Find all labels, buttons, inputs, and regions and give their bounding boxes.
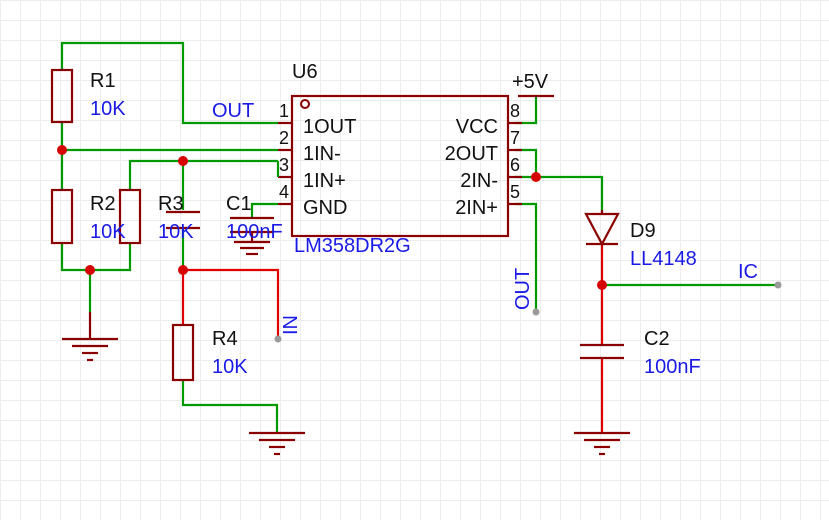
r3-component[interactable]: R3 10K: [158, 193, 200, 243]
wire-r3-in[interactable]: [183, 268, 280, 338]
gnd-r4: [249, 431, 305, 456]
junction-dot: [531, 172, 541, 182]
u6-pin4-name: GND: [303, 197, 347, 219]
r3-designator: R3: [158, 193, 184, 215]
r2-resistor[interactable]: R2 10K: [50, 188, 142, 245]
u6-pin7-name: 2OUT: [445, 143, 498, 165]
d9-value: LL4148: [630, 248, 697, 270]
r2-designator: R2: [90, 193, 116, 215]
gnd-c2: [574, 431, 630, 456]
u6-pin8-name: VCC: [456, 116, 498, 138]
junctions: [57, 145, 607, 290]
junction-dot: [178, 265, 188, 275]
u6-pin1-name: 1OUT: [303, 116, 356, 138]
u6-pin7-num: 7: [510, 128, 520, 148]
r1-body: [50, 68, 74, 124]
r4-value: 10K: [212, 356, 248, 378]
junction-dot: [597, 280, 607, 290]
wire-pin6-d9[interactable]: [536, 175, 604, 210]
u6-pin8-num: 8: [510, 101, 520, 121]
r4-resistor[interactable]: R4 10K: [171, 323, 248, 382]
u6-pin2-name: 1IN-: [303, 143, 341, 165]
wire-r2-bottom[interactable]: [60, 243, 132, 272]
c1-designator: C1: [226, 193, 252, 215]
u6-body: [290, 94, 510, 238]
d9-triangle: [584, 212, 620, 247]
c2-value: 100nF: [644, 356, 701, 378]
net-label-out-vertical: OUT: [512, 268, 534, 310]
r3-value: 10K: [158, 221, 194, 243]
u6-pin2-num: 2: [279, 128, 289, 148]
net-endpoints: [274, 281, 782, 343]
u6-pin3-num: 3: [279, 155, 289, 175]
c1-value: 100nF: [226, 221, 283, 243]
r1-designator: R1: [90, 70, 116, 92]
wire-r4-bottom[interactable]: [181, 380, 279, 432]
r2-value: 10K: [90, 221, 126, 243]
wire-pin3[interactable]: [128, 159, 278, 190]
net-label-ic: IC: [738, 261, 758, 283]
wire-pin7-pin6[interactable]: [515, 148, 538, 179]
u6-part-number: LM358DR2G: [294, 235, 411, 257]
d9-designator: D9: [630, 220, 656, 242]
u6-pin5-num: 5: [510, 182, 520, 202]
c1-capacitor[interactable]: C1 100nF: [226, 193, 283, 256]
r1-resistor[interactable]: R1 10K: [50, 68, 126, 124]
u6-pin1-marker: [300, 99, 310, 109]
u6-pin6-name: 2IN-: [460, 170, 498, 192]
junction-dot: [57, 145, 67, 155]
u6-pin5-name: 2IN+: [455, 197, 498, 219]
endpoint-out[interactable]: [532, 308, 540, 316]
wire-r1-top[interactable]: [60, 41, 278, 125]
r2-body-right: [118, 188, 142, 245]
u6-pin6-num: 6: [510, 155, 520, 175]
endpoint-ic[interactable]: [774, 281, 782, 289]
c2-capacitor[interactable]: C2 100nF: [580, 328, 701, 378]
u6-chip[interactable]: 1 2 3 4 8 7 6 5 1OUT 1IN- 1IN+ GND VCC 2…: [276, 61, 522, 257]
endpoint-in[interactable]: [274, 335, 282, 343]
r4-body: [171, 323, 195, 382]
r1-value: 10K: [90, 98, 126, 120]
net-label-in: IN: [280, 315, 302, 335]
r4-designator: R4: [212, 328, 238, 350]
u6-pin1-num: 1: [279, 101, 289, 121]
c2-designator: C2: [644, 328, 670, 350]
power-5v: +5V: [512, 71, 554, 98]
d9-diode[interactable]: D9 LL4148: [584, 210, 697, 270]
u6-pin4-num: 4: [279, 182, 289, 202]
net-label-out-top: OUT: [212, 100, 254, 122]
wire-pin4-c1[interactable]: [250, 202, 278, 218]
u6-pin3-name: 1IN+: [303, 170, 346, 192]
r2-body-left: [50, 188, 74, 245]
u6-designator: U6: [292, 61, 318, 83]
junction-dot: [178, 156, 188, 166]
gnd-left: [62, 312, 118, 362]
power-label: +5V: [512, 71, 549, 93]
signal-wires: [181, 245, 604, 432]
junction-dot: [85, 265, 95, 275]
